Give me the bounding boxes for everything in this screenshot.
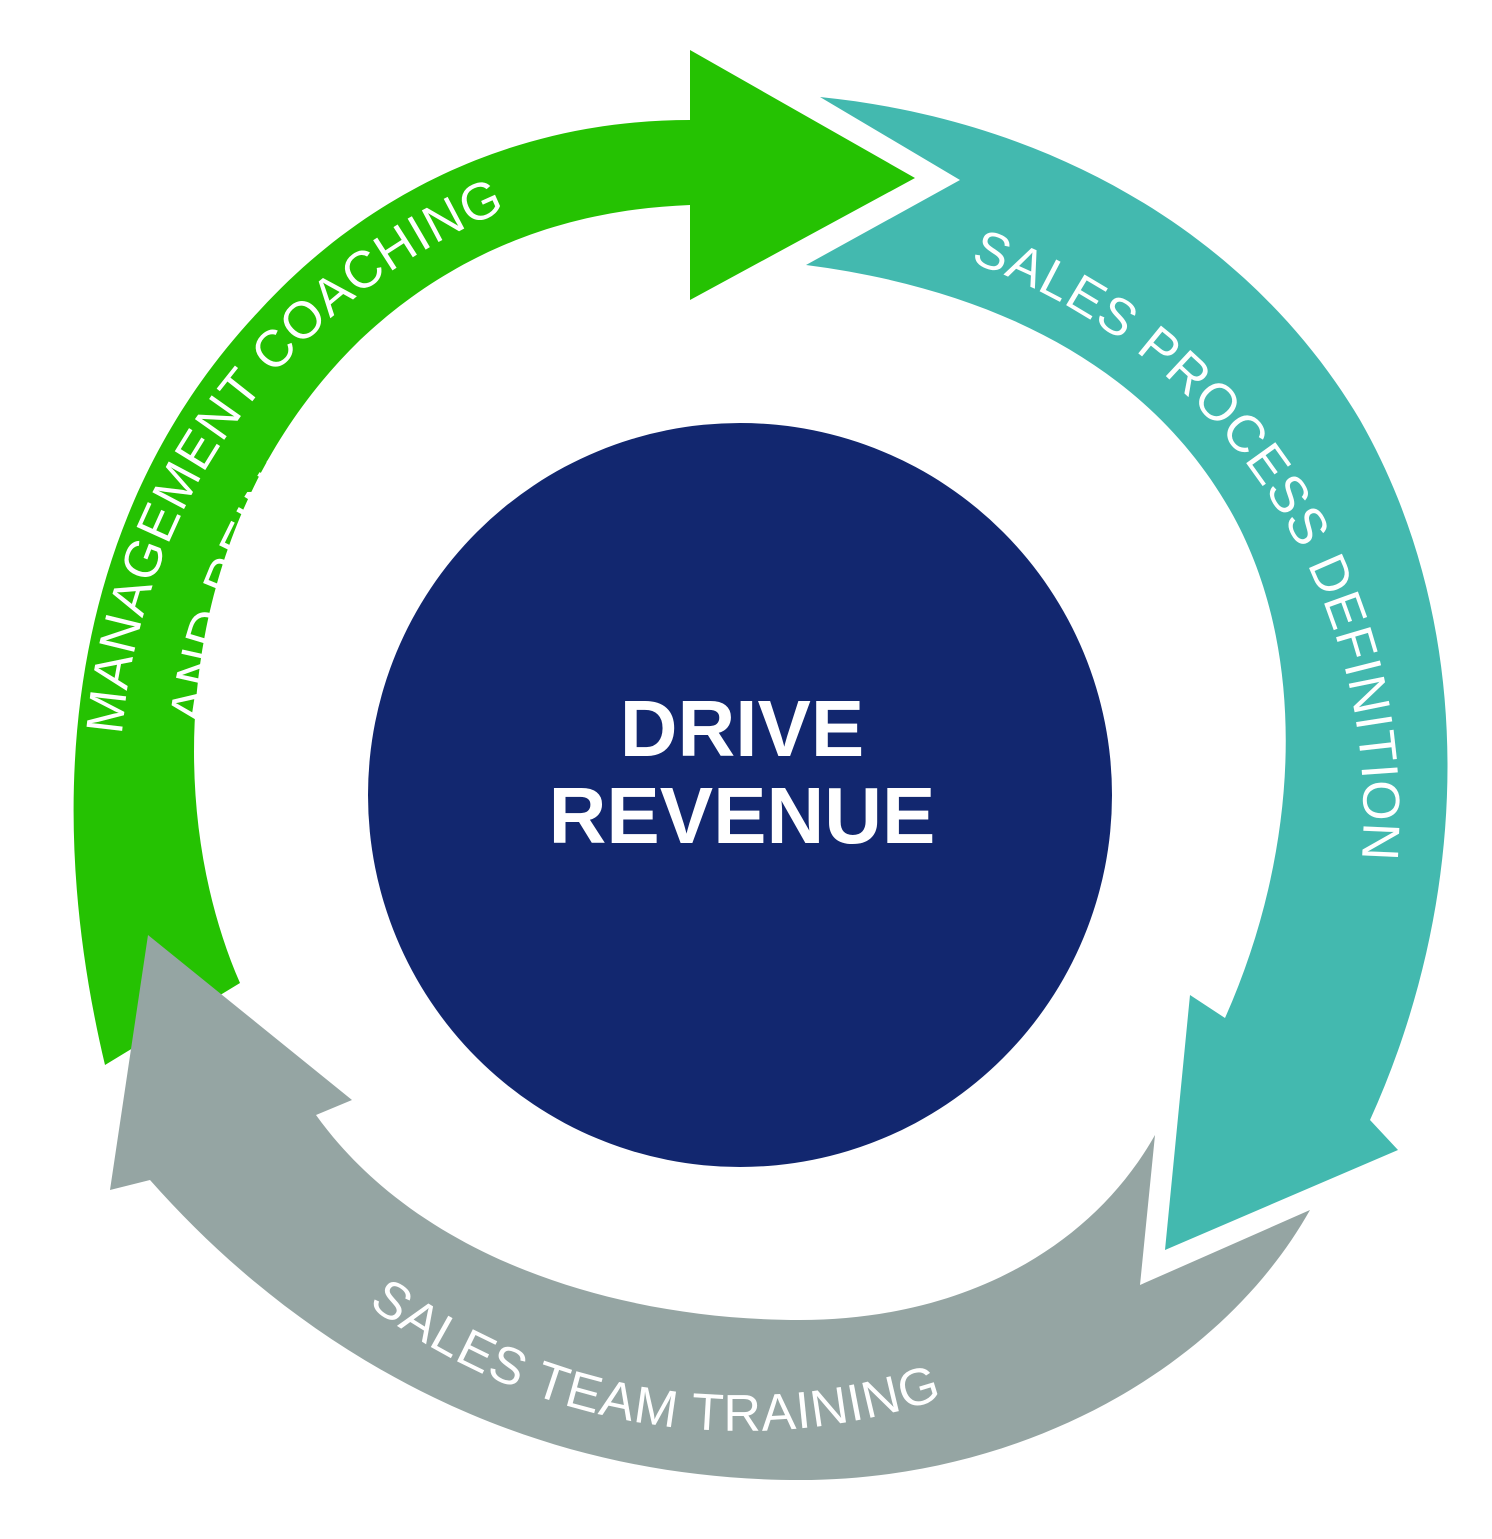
center-title-line1: DRIVE xyxy=(620,684,865,773)
center-title-line2: REVENUE xyxy=(549,771,936,860)
arrow-training xyxy=(110,935,1310,1480)
arrow-process xyxy=(806,97,1448,1250)
arrow-management xyxy=(73,50,915,1065)
center-circle xyxy=(368,423,1112,1167)
